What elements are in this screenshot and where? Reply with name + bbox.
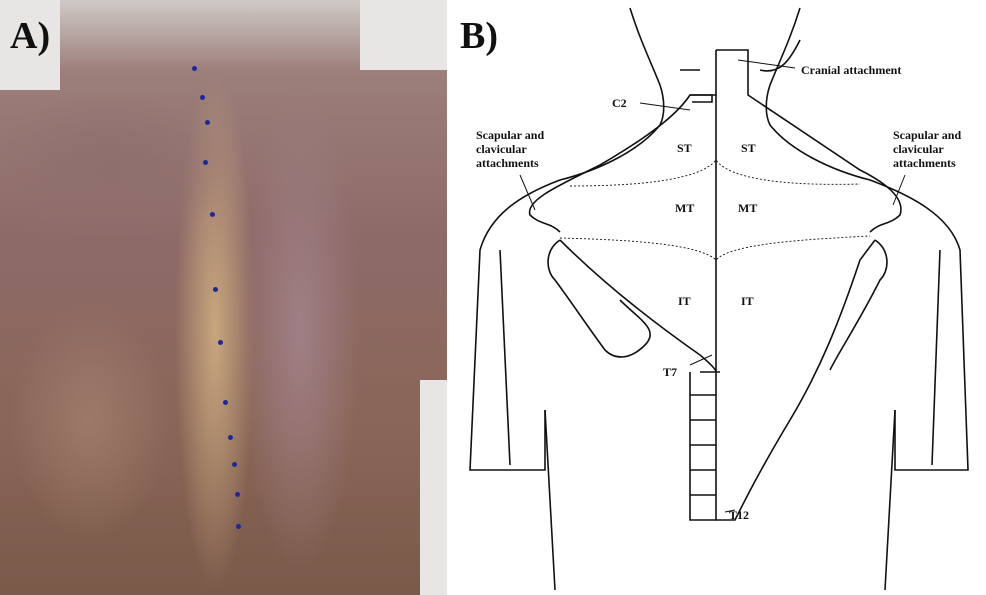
label-st-right: ST	[741, 141, 756, 155]
leader-scapular-right	[892, 174, 906, 206]
st-mt-division	[569, 159, 861, 187]
label-mt-right: MT	[738, 201, 758, 215]
label-line: attachments	[893, 156, 956, 170]
panel-label-b: B)	[460, 15, 498, 57]
marker-pin	[192, 66, 197, 71]
right-scapula	[829, 239, 888, 371]
label-it-left: IT	[678, 294, 691, 308]
leader-scapular-left	[519, 174, 536, 211]
marker-pin	[200, 95, 205, 100]
label-line: Scapular and	[476, 128, 545, 142]
leader-t12	[724, 509, 736, 513]
body-outline	[469, 7, 969, 591]
dissection-photo: A)	[0, 0, 447, 595]
left-body-outline	[469, 7, 665, 471]
label-cranial-attachment: Cranial attachment	[801, 63, 902, 77]
label-scapular-left: Scapular and clavicular attachments	[476, 128, 544, 170]
label-st-left: ST	[677, 141, 692, 155]
arm-inner-lines	[499, 249, 941, 466]
marker-pin	[205, 120, 210, 125]
panel-label-a: A)	[10, 15, 51, 57]
label-line: clavicular	[893, 142, 944, 156]
background-sheet	[360, 0, 447, 70]
marker-pin	[236, 524, 241, 529]
marker-pin	[232, 462, 237, 467]
marker-pin	[203, 160, 208, 165]
label-c2: C2	[612, 96, 627, 110]
label-it-right: IT	[741, 294, 754, 308]
marker-pin	[213, 287, 218, 292]
marker-pin	[228, 435, 233, 440]
torso-sides	[544, 409, 896, 591]
marker-pin	[235, 492, 240, 497]
trapezius-right-border	[716, 49, 902, 233]
leader-t7	[689, 354, 713, 366]
right-body-outline	[765, 7, 969, 471]
label-line: clavicular	[476, 142, 527, 156]
neck-detail	[680, 39, 801, 72]
background-sheet	[420, 380, 447, 595]
left-scapula	[547, 239, 651, 358]
label-scapular-right: Scapular and clavicular attachments	[893, 128, 961, 170]
mt-it-division	[559, 235, 871, 261]
marker-pin	[223, 400, 228, 405]
label-t12: T12	[729, 508, 750, 522]
leader-c2	[639, 102, 691, 111]
c2-vertebra	[690, 94, 713, 103]
label-line: Scapular and	[893, 128, 962, 142]
spinous-processes	[689, 371, 720, 521]
label-line: attachments	[476, 156, 539, 170]
marker-pin	[210, 212, 215, 217]
background-sheet	[0, 0, 60, 90]
marker-pin	[218, 340, 223, 345]
label-mt-left: MT	[675, 201, 695, 215]
trapezius-lower-left	[559, 239, 717, 373]
label-t7: T7	[663, 365, 678, 379]
trapezius-lower-right	[715, 95, 876, 521]
trapezius-diagram: B) Cranial attachment C2 Scapular and cl…	[447, 0, 986, 595]
trapezius-left-border	[528, 50, 717, 233]
leader-cranial	[737, 59, 796, 69]
